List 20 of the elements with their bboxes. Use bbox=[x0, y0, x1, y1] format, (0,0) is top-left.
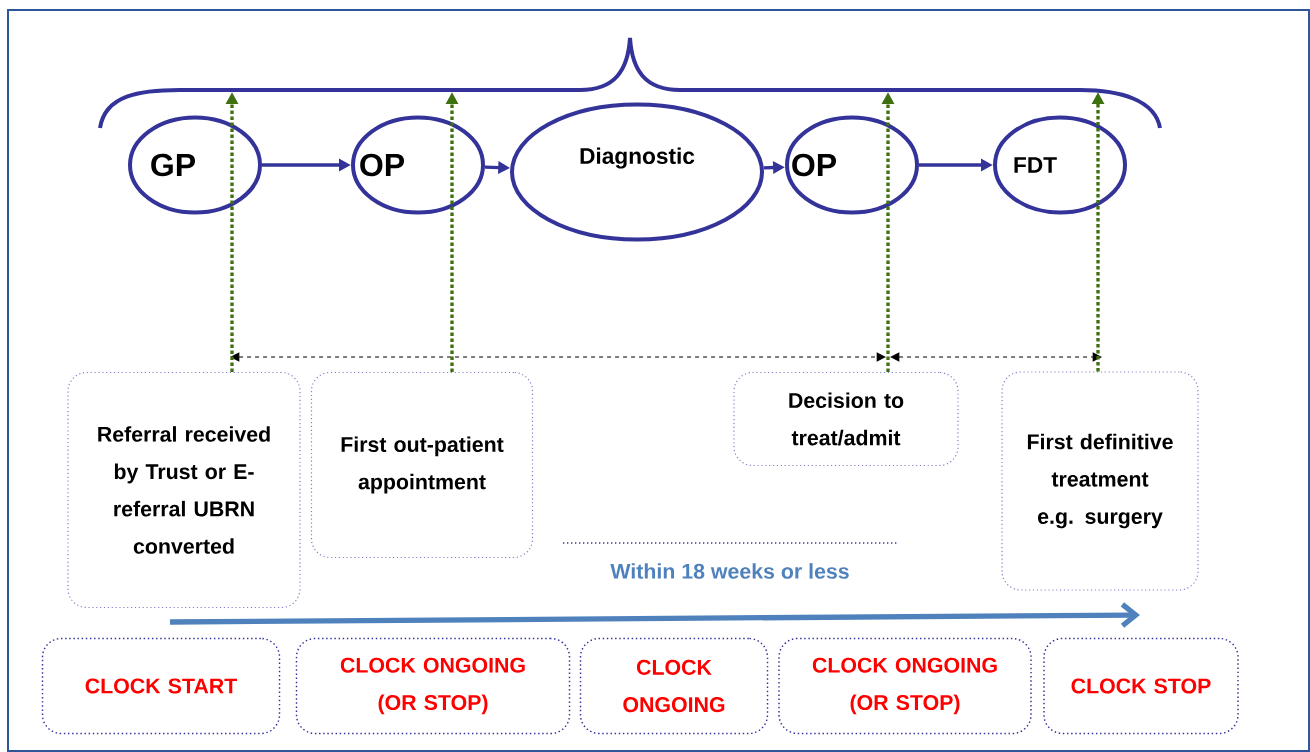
step-box: First out-patient appointment bbox=[310, 371, 534, 559]
node-label: Diagnostic bbox=[580, 147, 695, 169]
process-ellipse bbox=[785, 115, 919, 215]
node-label: GP bbox=[151, 153, 196, 177]
step-box: Referral received by Trust or E-referral UBRN converted bbox=[67, 371, 301, 609]
clock-box: CLOCK ONGOING (OR STOP) bbox=[295, 637, 571, 735]
node-label: OP bbox=[792, 153, 837, 177]
clock-box: CLOCK START bbox=[41, 637, 281, 735]
step-box: First definitive treatment e.g. surgery bbox=[1001, 371, 1199, 591]
clock-box: CLOCK ONGOING bbox=[579, 637, 769, 735]
node-label: OP bbox=[360, 153, 405, 177]
clock-box: CLOCK ONGOING (OR STOP) bbox=[778, 637, 1032, 735]
clock-box: CLOCK STOP bbox=[1043, 637, 1239, 735]
process-ellipse bbox=[351, 115, 485, 215]
step-box: Decision to treat/admit bbox=[733, 371, 959, 467]
node-label: FDT bbox=[1014, 157, 1057, 173]
process-ellipse bbox=[993, 115, 1127, 215]
process-ellipse bbox=[510, 102, 764, 242]
process-ellipse bbox=[128, 115, 262, 215]
period-label: Within 18 weeks or less bbox=[610, 563, 849, 579]
